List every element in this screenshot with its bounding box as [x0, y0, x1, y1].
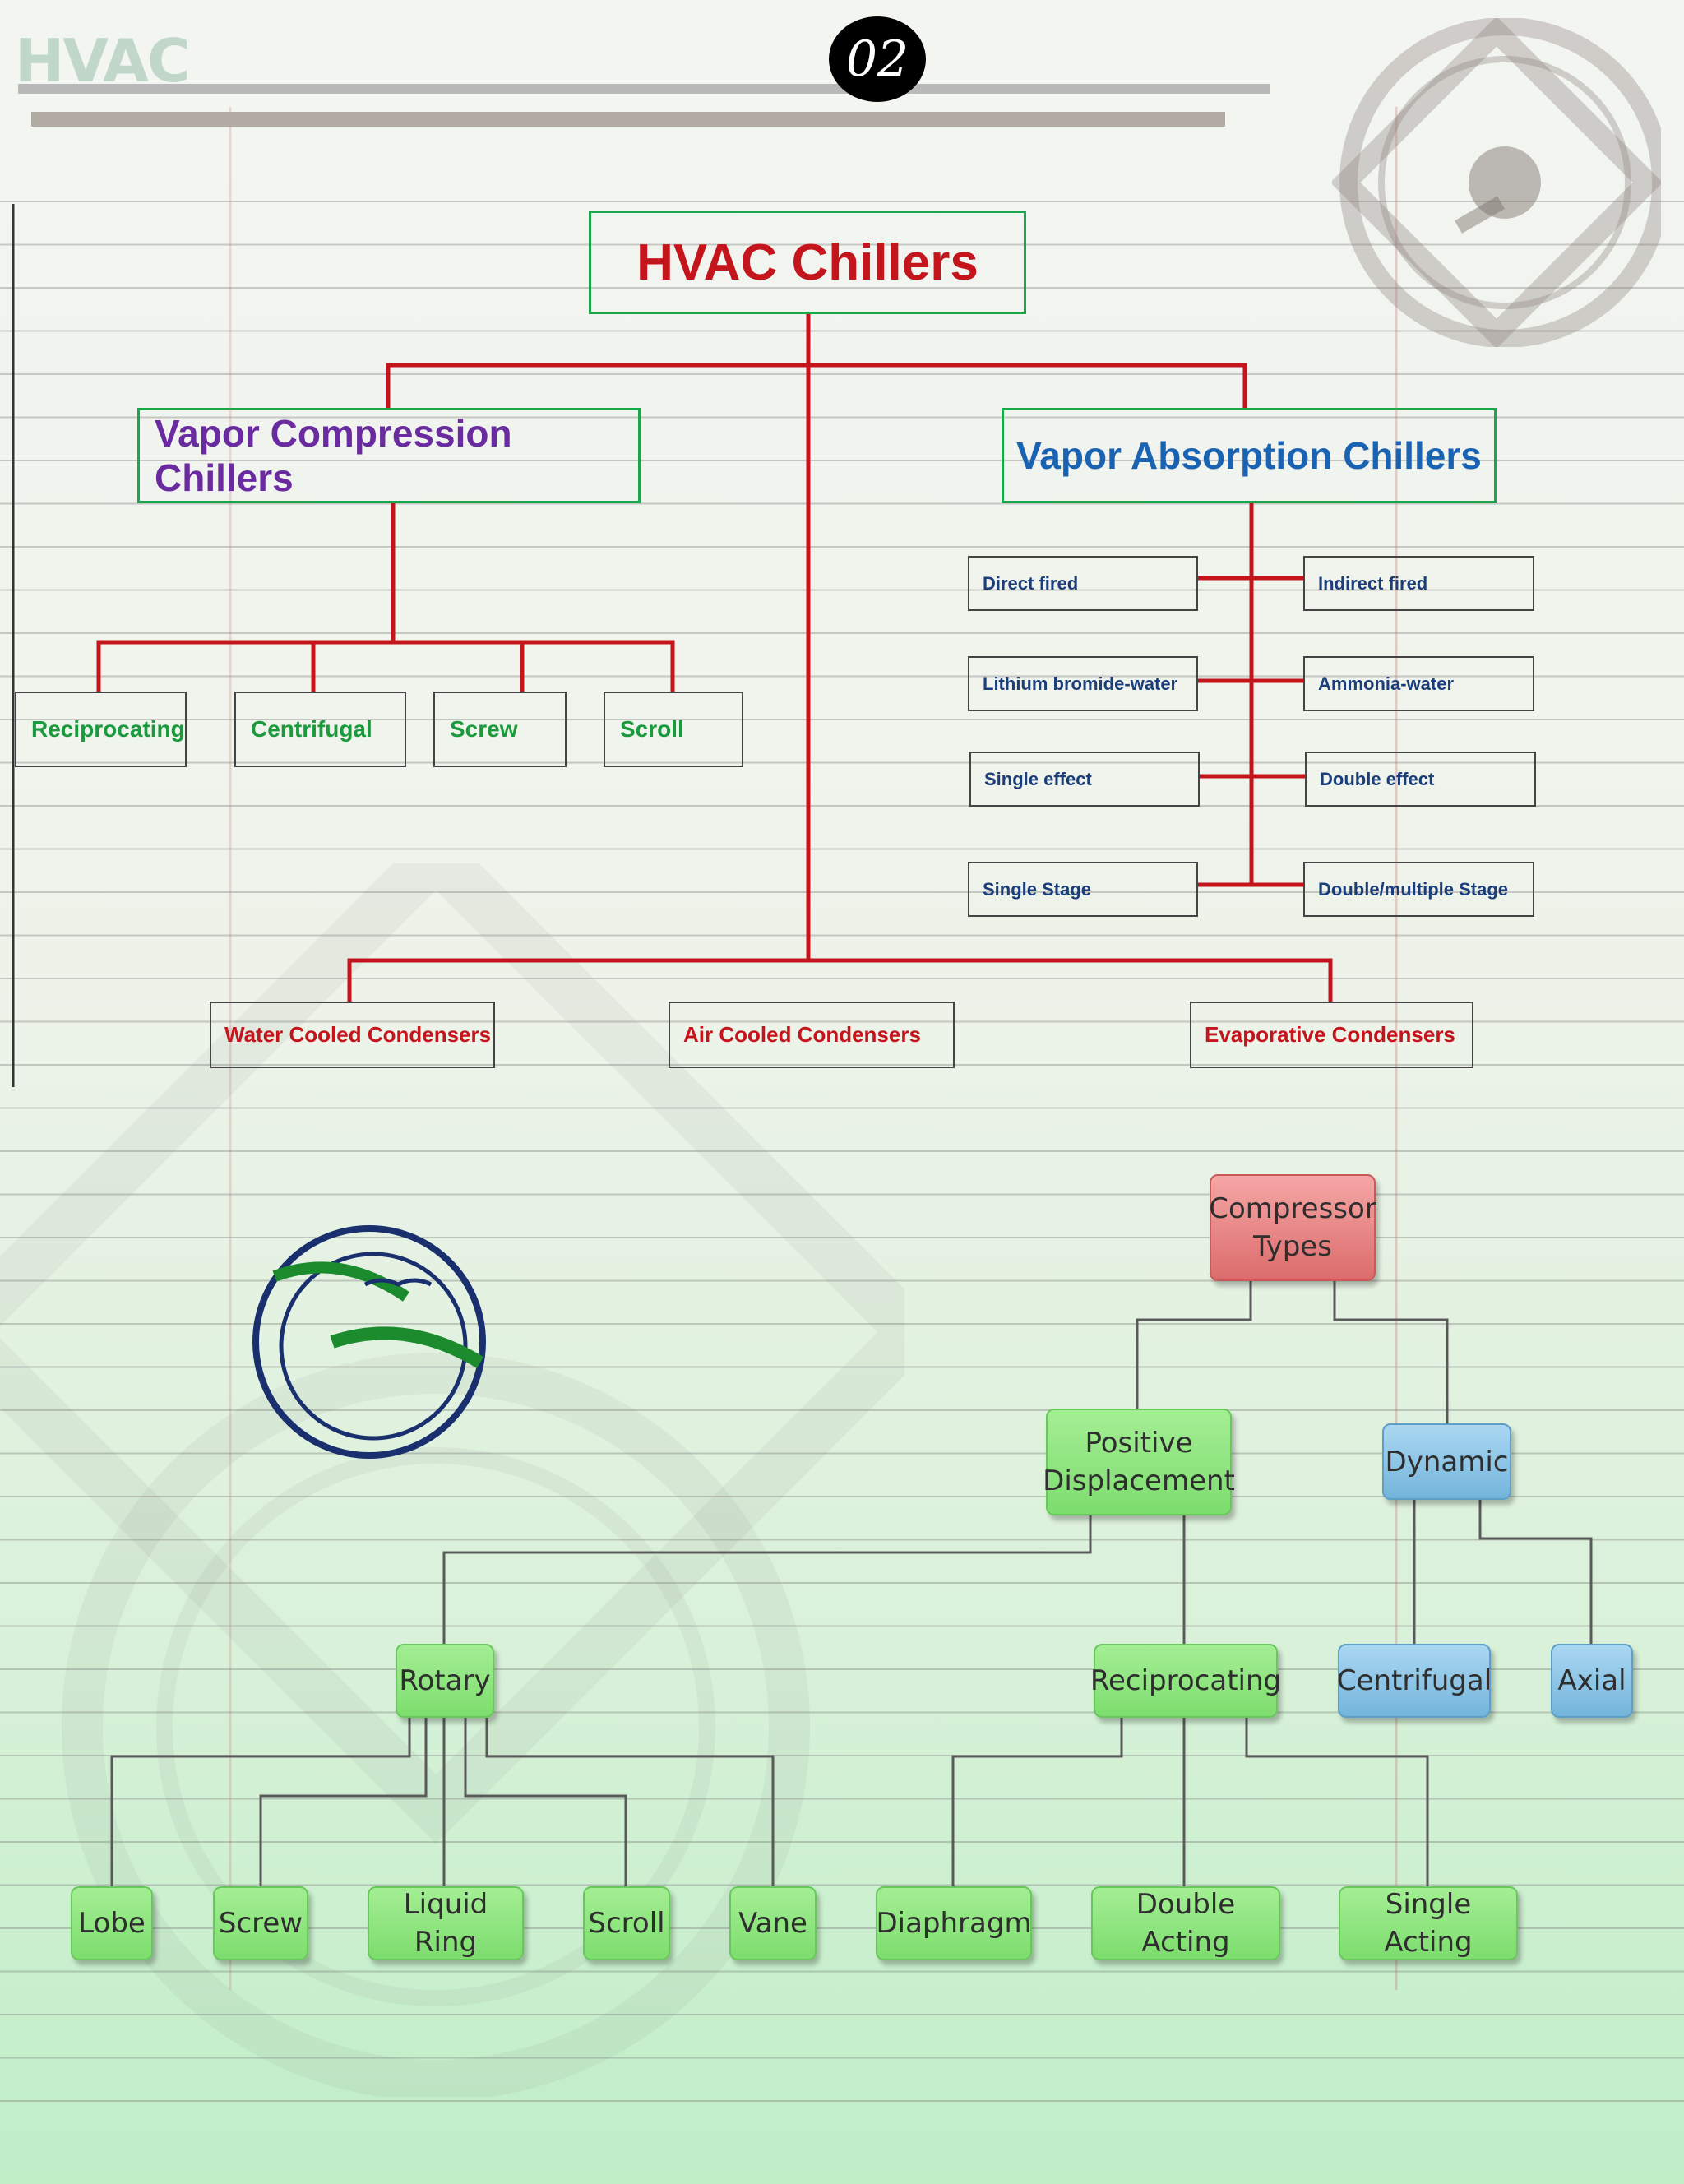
brand-stamp-logo [1332, 18, 1661, 347]
header-rule [18, 84, 1270, 94]
connector-line [485, 1718, 775, 1886]
compression-type-label: Centrifugal [251, 716, 372, 742]
rotary-type-label: Scroll [588, 1907, 665, 1940]
compression-type-label: Scroll [620, 716, 684, 742]
compression-type-box: Screw [433, 692, 567, 767]
rotary-type-node: Vane [729, 1886, 817, 1960]
rotary-type-label: Screw [218, 1907, 303, 1940]
compression-type-box: Scroll [604, 692, 743, 767]
connector-line [1478, 1500, 1593, 1644]
absorption-option-label: Indirect fired [1318, 572, 1428, 594]
reciprocating-label: Reciprocating [1090, 1664, 1282, 1697]
positive-displacement-line: Displacement [1043, 1464, 1235, 1497]
dynamic-label: Dynamic [1385, 1445, 1509, 1478]
vapor-compression-box: Vapor Compression Chillers [137, 408, 641, 503]
condenser-box: Water Cooled Condensers [210, 1002, 495, 1068]
rotary-type-node: Lobe [71, 1886, 153, 1960]
connector-line [347, 958, 1333, 1002]
reciprocating-type-node: Diaphragm [876, 1886, 1032, 1960]
condenser-label: Air Cooled Condensers [683, 1022, 921, 1047]
absorption-option-box: Double effect [1305, 752, 1536, 807]
connector-line [110, 1718, 411, 1886]
hvac-chillers-title: HVAC Chillers [636, 234, 978, 291]
absorption-option-label: Double effect [1320, 768, 1435, 789]
centrifugal-node: Centrifugal [1336, 1644, 1492, 1718]
compression-type-label: Screw [450, 716, 518, 742]
absorption-option-label: Direct fired [983, 572, 1079, 594]
reciprocating-node: Reciprocating [1090, 1644, 1281, 1718]
connector-line [1136, 1281, 1252, 1409]
absorption-option-box: Direct fired [968, 556, 1198, 611]
compressor-types-node: Compressor Types [1209, 1174, 1376, 1281]
reciprocating-type-label: Double Acting [1136, 1888, 1236, 1959]
absorption-option-box: Ammonia-water [1303, 656, 1534, 711]
condenser-box: Evaporative Condensers [1190, 1002, 1474, 1068]
centrifugal-label: Centrifugal [1336, 1664, 1492, 1697]
absorption-option-box: Indirect fired [1303, 556, 1534, 611]
compression-type-box: Centrifugal [234, 692, 406, 767]
connector-line [259, 1718, 428, 1886]
reciprocating-type-label: Diaphragm [876, 1907, 1032, 1940]
positive-displacement-node: Positive Displacement [1043, 1409, 1235, 1515]
dynamic-node: Dynamic [1382, 1423, 1511, 1500]
absorption-option-box: Lithium bromide-water [968, 656, 1198, 711]
author-signature-logo [252, 1225, 486, 1459]
rotary-type-label: Liquid Ring [403, 1888, 488, 1959]
compression-type-label: Reciprocating [31, 716, 185, 742]
rotary-type-node: Screw [213, 1886, 308, 1960]
rotary-label: Rotary [399, 1664, 491, 1697]
reciprocating-type-node: Single Acting [1339, 1886, 1518, 1960]
page-number-badge: 02 [829, 16, 926, 102]
header-rule-thick [31, 112, 1225, 127]
condenser-box: Air Cooled Condensers [669, 1002, 955, 1068]
absorption-option-label: Single effect [984, 768, 1092, 789]
absorption-option-box: Single effect [969, 752, 1200, 807]
absorption-option-label: Double/multiple Stage [1318, 878, 1509, 900]
axial-label: Axial [1557, 1664, 1626, 1697]
vapor-absorption-label: Vapor Absorption Chillers [1016, 434, 1482, 477]
axial-node: Axial [1551, 1644, 1633, 1718]
absorption-option-box: Single Stage [968, 862, 1198, 917]
absorption-option-box: Double/multiple Stage [1303, 862, 1534, 917]
connector-line [1333, 1281, 1449, 1423]
compression-type-box: Reciprocating [15, 692, 187, 767]
vapor-compression-label: Vapor Compression Chillers [155, 412, 512, 499]
positive-displacement-line: Positive [1085, 1427, 1193, 1460]
rotary-type-label: Vane [738, 1907, 807, 1940]
compressor-types-line: Compressor [1209, 1192, 1376, 1225]
connector-line [464, 1718, 627, 1886]
condenser-label: Water Cooled Condensers [224, 1022, 492, 1047]
vapor-absorption-box: Vapor Absorption Chillers [1002, 408, 1497, 503]
rotary-type-node: Liquid Ring [368, 1886, 524, 1960]
compressor-types-line: Types [1253, 1230, 1332, 1263]
connector-line [96, 640, 675, 692]
rotary-type-label: Lobe [78, 1907, 146, 1940]
connector-line [1245, 1718, 1429, 1886]
condenser-label: Evaporative Condensers [1205, 1022, 1455, 1047]
reciprocating-type-node: Double Acting [1091, 1886, 1280, 1960]
absorption-option-label: Single Stage [983, 878, 1092, 900]
absorption-option-label: Lithium bromide-water [983, 673, 1178, 694]
connector-line [386, 363, 1247, 408]
watermark-seal [0, 863, 904, 2097]
absorption-option-label: Ammonia-water [1318, 673, 1455, 694]
hvac-chillers-title-box: HVAC Chillers [589, 211, 1026, 314]
reciprocating-type-label: Single Acting [1384, 1888, 1473, 1959]
rotary-node: Rotary [396, 1644, 494, 1718]
connector-line [951, 1718, 1123, 1886]
rotary-type-node: Scroll [583, 1886, 670, 1960]
connector-line [442, 1515, 1092, 1644]
